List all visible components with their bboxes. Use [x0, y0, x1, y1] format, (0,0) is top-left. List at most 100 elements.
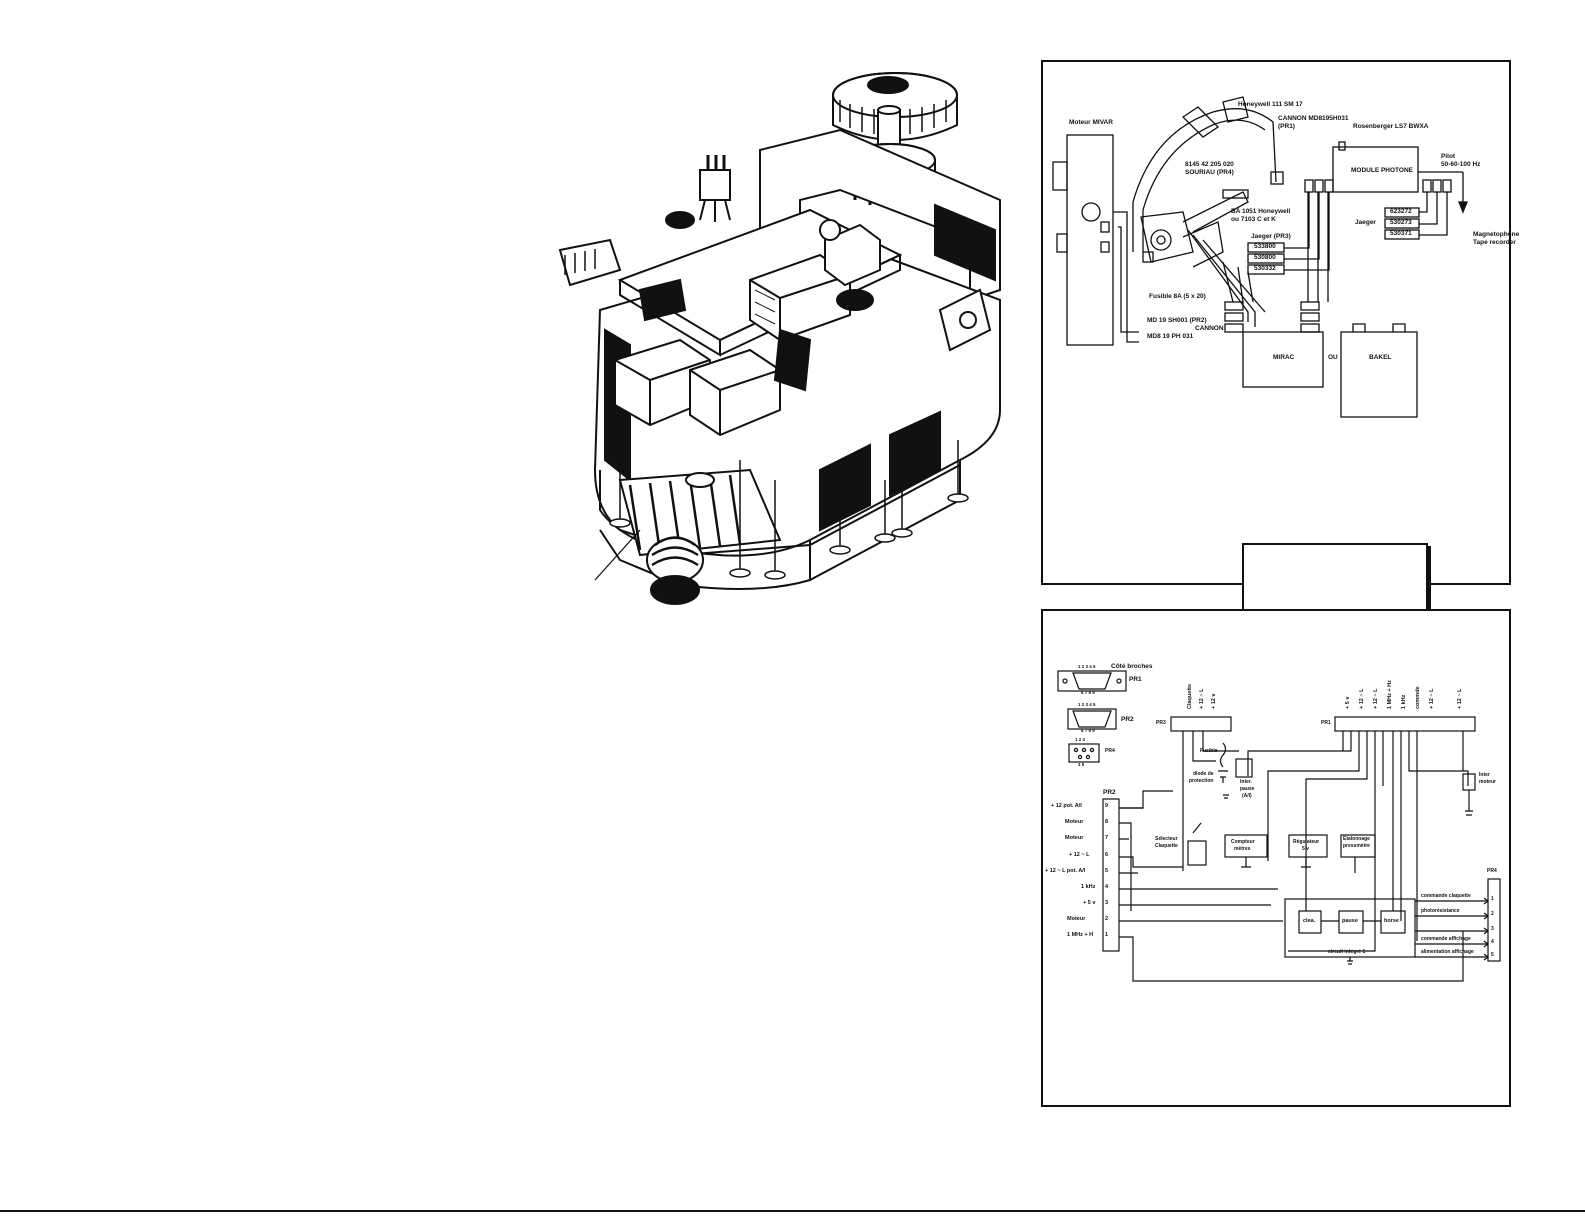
motor-label: Moteur MIVAR [1069, 119, 1113, 126]
ba-honeywell-sub: ou 7103 C et K [1231, 216, 1276, 223]
output-1-num: 1 [1491, 896, 1494, 902]
compteur-label: Compteur [1231, 839, 1255, 845]
mechanism-illustration [558, 72, 1001, 605]
pr1-face-label: PR1 [1129, 676, 1142, 683]
clea-label: clea. [1303, 918, 1316, 924]
etalonnage-label-2: pressmètre [1343, 843, 1370, 849]
pr3-top-label-3: + 12 v [1211, 693, 1217, 709]
pr1-top-label-7: + 12 ~ L [1429, 688, 1435, 710]
pr2-strip-label: PR2 [1103, 789, 1116, 796]
output-5-num: 5 [1491, 952, 1494, 958]
jaeger-pr3-code-3: 530332 [1254, 265, 1276, 272]
honeywell-label: Honeywell 111 SM 17 [1238, 101, 1303, 108]
etalonnage-label: Etalonnage [1343, 836, 1370, 842]
pr1-top-label-2: + 12 ~ L [1359, 688, 1365, 710]
cannon-label: CANNON [1195, 325, 1224, 332]
souriau-label: SOURIAU (PR4) [1185, 169, 1234, 176]
pin-9-label: + 12 pot. A/I [1051, 803, 1082, 809]
pr1-top-label-4: 1 MHz + Hz [1387, 680, 1393, 709]
inter-pause-label-3: (A/I) [1242, 793, 1252, 799]
compteur-label-2: mètres [1234, 846, 1251, 852]
pr2-pins-top: 1 2 3 4 5 [1078, 702, 1096, 707]
pin-1-num: 1 [1105, 932, 1109, 938]
wiring-diagram-bottom-lines [1057, 670, 1501, 982]
jaeger-code-2: 530273 [1390, 219, 1412, 226]
pr1-pins-top: 1 2 3 4 5 [1078, 664, 1096, 669]
souriau-code: 8145 42 205 020 [1185, 161, 1234, 168]
pr4-face-label: PR4 [1105, 748, 1115, 754]
pin-8-num: 8 [1105, 819, 1109, 825]
cote-broches-label: Côté broches [1111, 663, 1153, 670]
inter-moteur-label: Inter [1479, 772, 1490, 778]
diode-label: diode de [1193, 771, 1214, 777]
pin-8-label: Moteur [1065, 819, 1084, 825]
tape-recorder-label: Tape recorder [1473, 239, 1516, 246]
pr1-top-label-8: + 12 ~ L [1457, 688, 1463, 710]
pr4-pins-bottom: 4 5 [1078, 762, 1085, 767]
pin-3-num: 3 [1105, 900, 1109, 906]
pr2-face-label: PR2 [1121, 716, 1134, 723]
inter-pause-label-2: pause [1240, 786, 1255, 792]
jaeger-pr3-label: Jaeger (PR3) [1251, 233, 1291, 240]
output-4-num: 4 [1491, 939, 1494, 945]
pr1-top-label-3: + 12 ~ L [1373, 688, 1379, 710]
cannon-pr1-sub: (PR1) [1278, 123, 1295, 130]
rosenberger-label: Rosenberger LS7 BWXA [1353, 123, 1429, 130]
regulateur-label-2: 5 v [1302, 846, 1309, 852]
pin-5-num: 5 [1105, 868, 1109, 874]
pr1-top-label-6: commde [1415, 686, 1421, 709]
pr2-pins-bottom: 6 7 8 9 [1081, 728, 1095, 733]
output-1-label: commande claquette [1421, 893, 1471, 899]
fusible-label-bottom: Fusible [1200, 748, 1218, 754]
inter-moteur-label-2: moteur [1479, 779, 1496, 785]
pause-block-label: pause [1342, 918, 1358, 924]
pin-1-label: 1 MHz + H [1067, 932, 1094, 938]
ba-honeywell-label: BA 1051 Honeywell [1231, 208, 1291, 215]
jaeger-label: Jaeger [1355, 219, 1376, 226]
bottom-rule [0, 1210, 1585, 1212]
pin-3-label: + 5 v [1083, 900, 1096, 906]
pin-6-label: + 12 ~ L [1069, 852, 1090, 858]
pin-2-label: Moteur [1067, 916, 1086, 922]
output-2-label: photorésistance [1421, 908, 1460, 914]
horse-label: horse [1384, 918, 1399, 924]
pin-6-num: 6 [1105, 852, 1109, 858]
pin-2-num: 2 [1105, 916, 1109, 922]
mirac-label: MIRAC [1273, 354, 1295, 361]
output-4-label: commande affichage [1421, 936, 1471, 942]
selecteur-label: Sélecteur [1155, 836, 1178, 842]
pr3-top-label-1: Claquette [1187, 683, 1193, 709]
pin-9-num: 9 [1105, 803, 1109, 809]
selecteur-label-2: Claquette [1155, 843, 1178, 849]
bakel-label: BAKEL [1369, 354, 1392, 361]
pr4-strip-label: PR4 [1487, 868, 1497, 874]
wiring-diagram-bottom-panel: Côté broches PR1 1 2 3 4 5 6 7 8 9 PR2 1… [1041, 609, 1511, 1107]
pin-4-label: 1 kHz [1081, 884, 1096, 890]
cannon-pr1-label: CANNON MD8195H031 [1278, 115, 1349, 122]
pilot-freq: 50-60-100 Hz [1441, 161, 1481, 168]
jaeger-pr3-code-2: 530800 [1254, 254, 1276, 261]
magnetophone-label: Magnetophone [1473, 231, 1520, 238]
circuit-integre-label: circuit intégré 1 [1328, 949, 1366, 955]
module-photone-label: MODULE PHOTONE [1351, 167, 1413, 174]
output-5-label: alimentation affichage [1421, 949, 1474, 955]
pr3-strip-label: PR3 [1156, 720, 1166, 726]
jaeger-pr3-code-1: 533800 [1254, 243, 1276, 250]
pin-7-label: Moteur [1065, 835, 1084, 841]
jaeger-code-3: 530371 [1390, 230, 1412, 237]
pin-5-label: + 12 ~ L pot. A/I [1045, 868, 1086, 874]
pr1-pins-bottom: 6 7 8 9 [1081, 690, 1095, 695]
diode-label-2: protection [1189, 778, 1214, 784]
pr1-top-label-5: 1 kHz [1401, 694, 1407, 709]
ou-label: OU [1328, 354, 1338, 361]
wiring-diagram-top-panel: Moteur MIVAR Honeywell 111 SM 17 CANNON … [1041, 60, 1519, 585]
pr4-pins-top: 1 2 3 [1075, 737, 1086, 742]
fusible-label: Fusible 8A (5 x 20) [1149, 293, 1206, 300]
wiring-diagram-top-lines [1052, 96, 1468, 418]
output-3-num: 3 [1491, 926, 1494, 932]
pr1-strip-label: PR1 [1321, 720, 1331, 726]
pin-7-num: 7 [1105, 835, 1109, 841]
pr1-top-label-1: + 5 v [1345, 696, 1351, 709]
regulateur-label: Régulateur [1293, 839, 1320, 845]
output-2-num: 2 [1491, 911, 1494, 917]
